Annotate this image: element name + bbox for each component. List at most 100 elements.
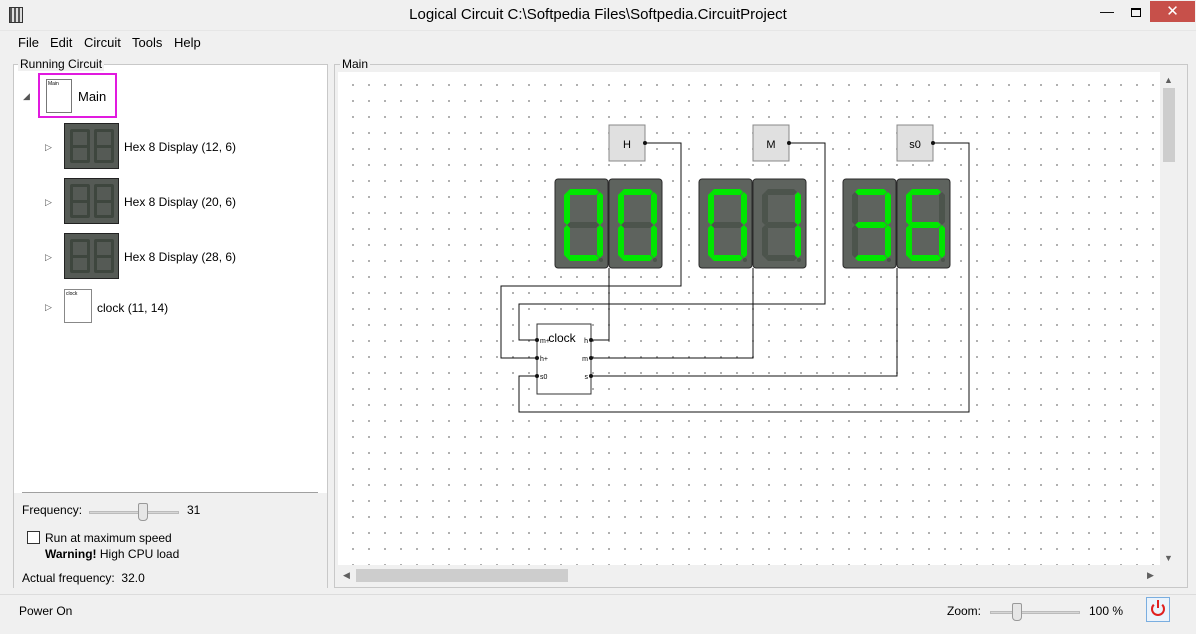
menu-tools[interactable]: Tools (132, 35, 163, 50)
tree-item-coords: (20, 6) (201, 195, 237, 209)
scroll-right-icon[interactable]: ▶ (1147, 570, 1154, 580)
hex-displays: 000136 (554, 178, 951, 269)
segment-a (909, 189, 941, 195)
actual-frequency-value: 32.0 (121, 571, 145, 585)
tree-item-hex-2[interactable]: Hex 8 Display (20, 6) (124, 195, 236, 209)
segment-d (909, 255, 941, 261)
segment-b (651, 192, 657, 225)
hex-display-3: 36 (842, 178, 951, 269)
menu-circuit[interactable]: Circuit (84, 35, 121, 50)
frequency-slider-track[interactable] (89, 511, 179, 514)
scroll-down-icon[interactable]: ▼ (1164, 553, 1173, 563)
wire-s0-button (518, 142, 970, 413)
menu-edit[interactable]: Edit (50, 35, 73, 50)
segment-e (852, 225, 858, 258)
circuit-canvas[interactable]: H M s0 000136 clock m+ h+ s0 h m s (338, 72, 1160, 565)
segment-d (621, 255, 653, 261)
segment-g (711, 222, 743, 228)
tree-item-hex-1[interactable]: Hex 8 Display (12, 6) (124, 140, 236, 154)
segment-f (564, 192, 570, 225)
segment-dp (887, 258, 891, 262)
vertical-scrollbar[interactable]: ▲ ▼ (1160, 72, 1177, 565)
main-thumbnail-label: Main (48, 81, 59, 87)
circuit-diagram: H M s0 000136 clock m+ h+ s0 h m s (500, 124, 970, 413)
segment-g (765, 222, 797, 228)
collapse-arrow-icon[interactable]: ◢ (23, 91, 30, 101)
menu-file[interactable]: File (18, 35, 39, 50)
segment-f (618, 192, 624, 225)
segment-c (741, 225, 747, 258)
segment-dp (599, 258, 603, 262)
power-button[interactable] (1146, 597, 1170, 622)
clock-thumbnail: clock (64, 289, 92, 323)
scroll-left-icon[interactable]: ◀ (343, 570, 350, 580)
expand-arrow-icon[interactable]: ▷ (45, 302, 52, 312)
clock-input-m: m+ (540, 338, 550, 345)
clock-output-m: m (582, 356, 588, 363)
title-bar: Logical Circuit C:\Softpedia Files\Softp… (0, 0, 1196, 31)
expand-arrow-icon[interactable]: ▷ (45, 252, 52, 262)
frequency-controls (14, 493, 327, 588)
power-icon (1151, 600, 1165, 616)
zoom-slider-track[interactable] (990, 611, 1080, 614)
wire-h-button (500, 142, 682, 359)
app-icon (9, 7, 23, 23)
segment-g (567, 222, 599, 228)
button-m[interactable]: M (752, 124, 791, 162)
button-h[interactable]: H (608, 124, 647, 162)
scroll-up-icon[interactable]: ▲ (1164, 75, 1173, 85)
minimize-button[interactable]: — (1100, 3, 1114, 19)
panel-divider (22, 492, 318, 493)
segment-a (621, 189, 653, 195)
segment-f (906, 192, 912, 225)
segment-c (651, 225, 657, 258)
maximize-button[interactable] (1124, 1, 1148, 22)
frequency-slider-thumb[interactable] (138, 503, 148, 521)
close-button[interactable]: ✕ (1150, 1, 1195, 22)
segment-dp (797, 258, 801, 262)
tree-item-name: Hex 8 Display (124, 250, 199, 264)
menu-help[interactable]: Help (174, 35, 201, 50)
horizontal-scroll-thumb[interactable] (356, 569, 568, 582)
segment-c (885, 225, 891, 258)
maximize-icon (1131, 7, 1141, 17)
tree-item-hex-3[interactable]: Hex 8 Display (28, 6) (124, 250, 236, 264)
clock-component[interactable]: clock m+ h+ s0 h m s (535, 323, 593, 395)
clock-output-h: h (584, 338, 588, 345)
segment-d (765, 255, 797, 261)
segment-e (708, 225, 714, 258)
tree-item-name: Hex 8 Display (124, 195, 199, 209)
hex-display-thumbnail (64, 123, 119, 169)
tree-item-clock[interactable]: clock (11, 14) (97, 301, 168, 315)
segment-b (939, 192, 945, 225)
vertical-scroll-thumb[interactable] (1163, 88, 1175, 162)
main-thumbnail: Main (46, 79, 72, 113)
wire-m-button (518, 142, 826, 341)
tree-item-coords: (11, 14) (127, 301, 169, 315)
segment-f (708, 192, 714, 225)
segment-e (618, 225, 624, 258)
clock-title: clock (548, 331, 576, 345)
expand-arrow-icon[interactable]: ▷ (45, 197, 52, 207)
segment-d (567, 255, 599, 261)
menu-bar: File Edit Circuit Tools Help (0, 32, 1196, 52)
segment-f (762, 192, 768, 225)
hex-display-thumbnail (64, 178, 119, 224)
segment-e (762, 225, 768, 258)
zoom-slider-thumb[interactable] (1012, 603, 1022, 621)
segment-c (939, 225, 945, 258)
warning-bold: Warning! (45, 547, 97, 561)
clock-input-s0: s0 (540, 374, 548, 381)
segment-dp (743, 258, 747, 262)
segment-c (795, 225, 801, 258)
clock-input-h: h+ (540, 356, 548, 363)
expand-arrow-icon[interactable]: ▷ (45, 142, 52, 152)
button-s0[interactable]: s0 (896, 124, 935, 162)
horizontal-scrollbar[interactable]: ◀ ▶ (338, 566, 1160, 585)
segment-a (711, 189, 743, 195)
tree-node-main[interactable]: Main Main (38, 73, 117, 118)
button-m-label: M (766, 139, 775, 151)
segment-e (564, 225, 570, 258)
actual-frequency-label: Actual frequency: (22, 571, 115, 585)
max-speed-checkbox[interactable] (27, 531, 40, 544)
